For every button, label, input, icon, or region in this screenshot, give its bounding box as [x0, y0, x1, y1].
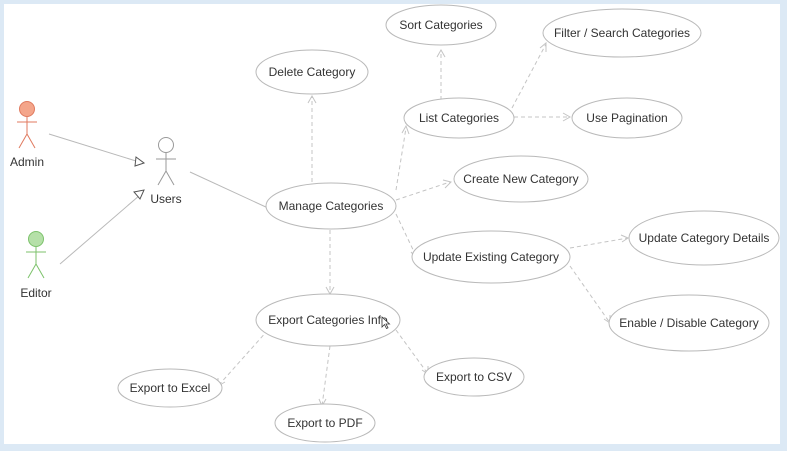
use-case-export-info[interactable]: Export Categories Info: [255, 293, 401, 347]
use-case-sort-label: Sort Categories: [399, 18, 482, 32]
use-case-filter-label: Filter / Search Categories: [554, 26, 690, 40]
use-case-pagination-label: Use Pagination: [586, 111, 667, 125]
use-case-manage-label: Manage Categories: [279, 199, 384, 213]
manage-to-delete-arrow: [307, 94, 317, 104]
use-case-sort[interactable]: Sort Categories: [385, 4, 497, 46]
users-to-manage-line: [189, 171, 269, 209]
use-case-delete[interactable]: Delete Category: [255, 49, 369, 95]
use-case-enable-disable-shape: [608, 294, 770, 352]
use-case-update-shape: [411, 230, 571, 284]
use-case-update-label: Update Existing Category: [423, 250, 559, 264]
diagram-canvas: Admin Users Editor Sort Categories Filte…: [4, 4, 780, 444]
use-case-update-details-shape: [628, 210, 780, 266]
editor-actor-leg-right: [35, 263, 45, 279]
use-case-list[interactable]: List Categories: [403, 97, 515, 139]
export-to-excel-line: [217, 329, 269, 387]
use-case-export-pdf[interactable]: Export to PDF: [274, 403, 376, 443]
manage-to-update-line: [395, 213, 418, 259]
editor-actor-leg-left: [27, 263, 37, 279]
use-case-enable-disable-label: Enable / Disable Category: [619, 316, 758, 330]
admin-actor-head: [19, 101, 35, 117]
users-actor-leg-left: [157, 170, 167, 186]
use-case-list-shape: [403, 97, 515, 139]
update-to-enable-line: [569, 265, 611, 324]
editor-generalization-head: [133, 189, 145, 200]
use-case-delete-shape: [255, 49, 369, 95]
use-case-filter-shape: [542, 8, 702, 58]
admin-to-users-line: [48, 133, 137, 162]
list-to-filter-arrow: [539, 41, 547, 52]
users-label: Users: [150, 192, 181, 206]
use-case-sort-shape: [385, 4, 497, 46]
users-actor-head: [158, 137, 174, 153]
editor-label: Editor: [20, 286, 51, 300]
use-case-list-label: List Categories: [419, 111, 499, 125]
use-case-filter[interactable]: Filter / Search Categories: [542, 8, 702, 58]
use-case-update-details-label: Update Category Details: [639, 231, 770, 245]
users-actor[interactable]: Users: [150, 137, 182, 207]
list-to-filter-line: [511, 43, 547, 109]
manage-to-create-arrow: [442, 179, 452, 189]
use-case-delete-label: Delete Category: [269, 65, 356, 79]
use-case-manage-shape: [265, 182, 397, 230]
use-case-manage[interactable]: Manage Categories: [265, 182, 397, 230]
use-case-export-excel-label: Export to Excel: [130, 381, 211, 395]
editor-to-users-line: [59, 194, 141, 265]
admin-generalization-head: [134, 156, 146, 167]
editor-actor[interactable]: Editor: [20, 231, 52, 301]
list-to-pagination-arrow: [562, 112, 572, 122]
editor-actor-head: [28, 231, 44, 247]
use-case-diagram: Admin Users Editor Sort Categories Filte…: [10, 4, 780, 443]
manage-to-list-arrow: [401, 124, 410, 135]
use-case-export-info-shape: [255, 293, 401, 347]
use-case-create-label: Create New Category: [463, 172, 578, 186]
users-actor-leg-right: [165, 170, 175, 186]
use-case-create[interactable]: Create New Category: [453, 155, 589, 203]
export-to-csv-line: [395, 329, 429, 375]
admin-actor-leg-right: [26, 133, 36, 149]
use-case-export-excel-shape: [117, 368, 223, 408]
use-case-export-csv-shape: [423, 357, 525, 397]
use-case-export-csv[interactable]: Export to CSV: [423, 357, 525, 397]
use-case-create-shape: [453, 155, 589, 203]
admin-label: Admin: [10, 155, 44, 169]
use-case-pagination[interactable]: Use Pagination: [571, 97, 683, 139]
export-to-pdf-line: [321, 345, 331, 407]
update-to-details-arrow: [620, 234, 630, 243]
use-case-update[interactable]: Update Existing Category: [411, 230, 571, 284]
manage-to-create-line: [395, 181, 451, 201]
admin-actor[interactable]: Admin: [10, 101, 44, 170]
admin-actor-leg-left: [18, 133, 28, 149]
use-case-export-csv-label: Export to CSV: [436, 370, 512, 384]
update-to-details-line: [569, 237, 629, 249]
use-case-export-pdf-shape: [274, 403, 376, 443]
use-case-export-info-label: Export Categories Info: [268, 313, 388, 327]
use-case-enable-disable[interactable]: Enable / Disable Category: [608, 294, 770, 352]
use-case-export-pdf-label: Export to PDF: [287, 416, 362, 430]
mouse-cursor-icon: [381, 316, 391, 330]
use-case-update-details[interactable]: Update Category Details: [628, 210, 780, 266]
use-case-pagination-shape: [571, 97, 683, 139]
manage-to-list-line: [395, 127, 407, 191]
use-case-export-excel[interactable]: Export to Excel: [117, 368, 223, 408]
list-to-sort-arrow: [436, 48, 446, 58]
